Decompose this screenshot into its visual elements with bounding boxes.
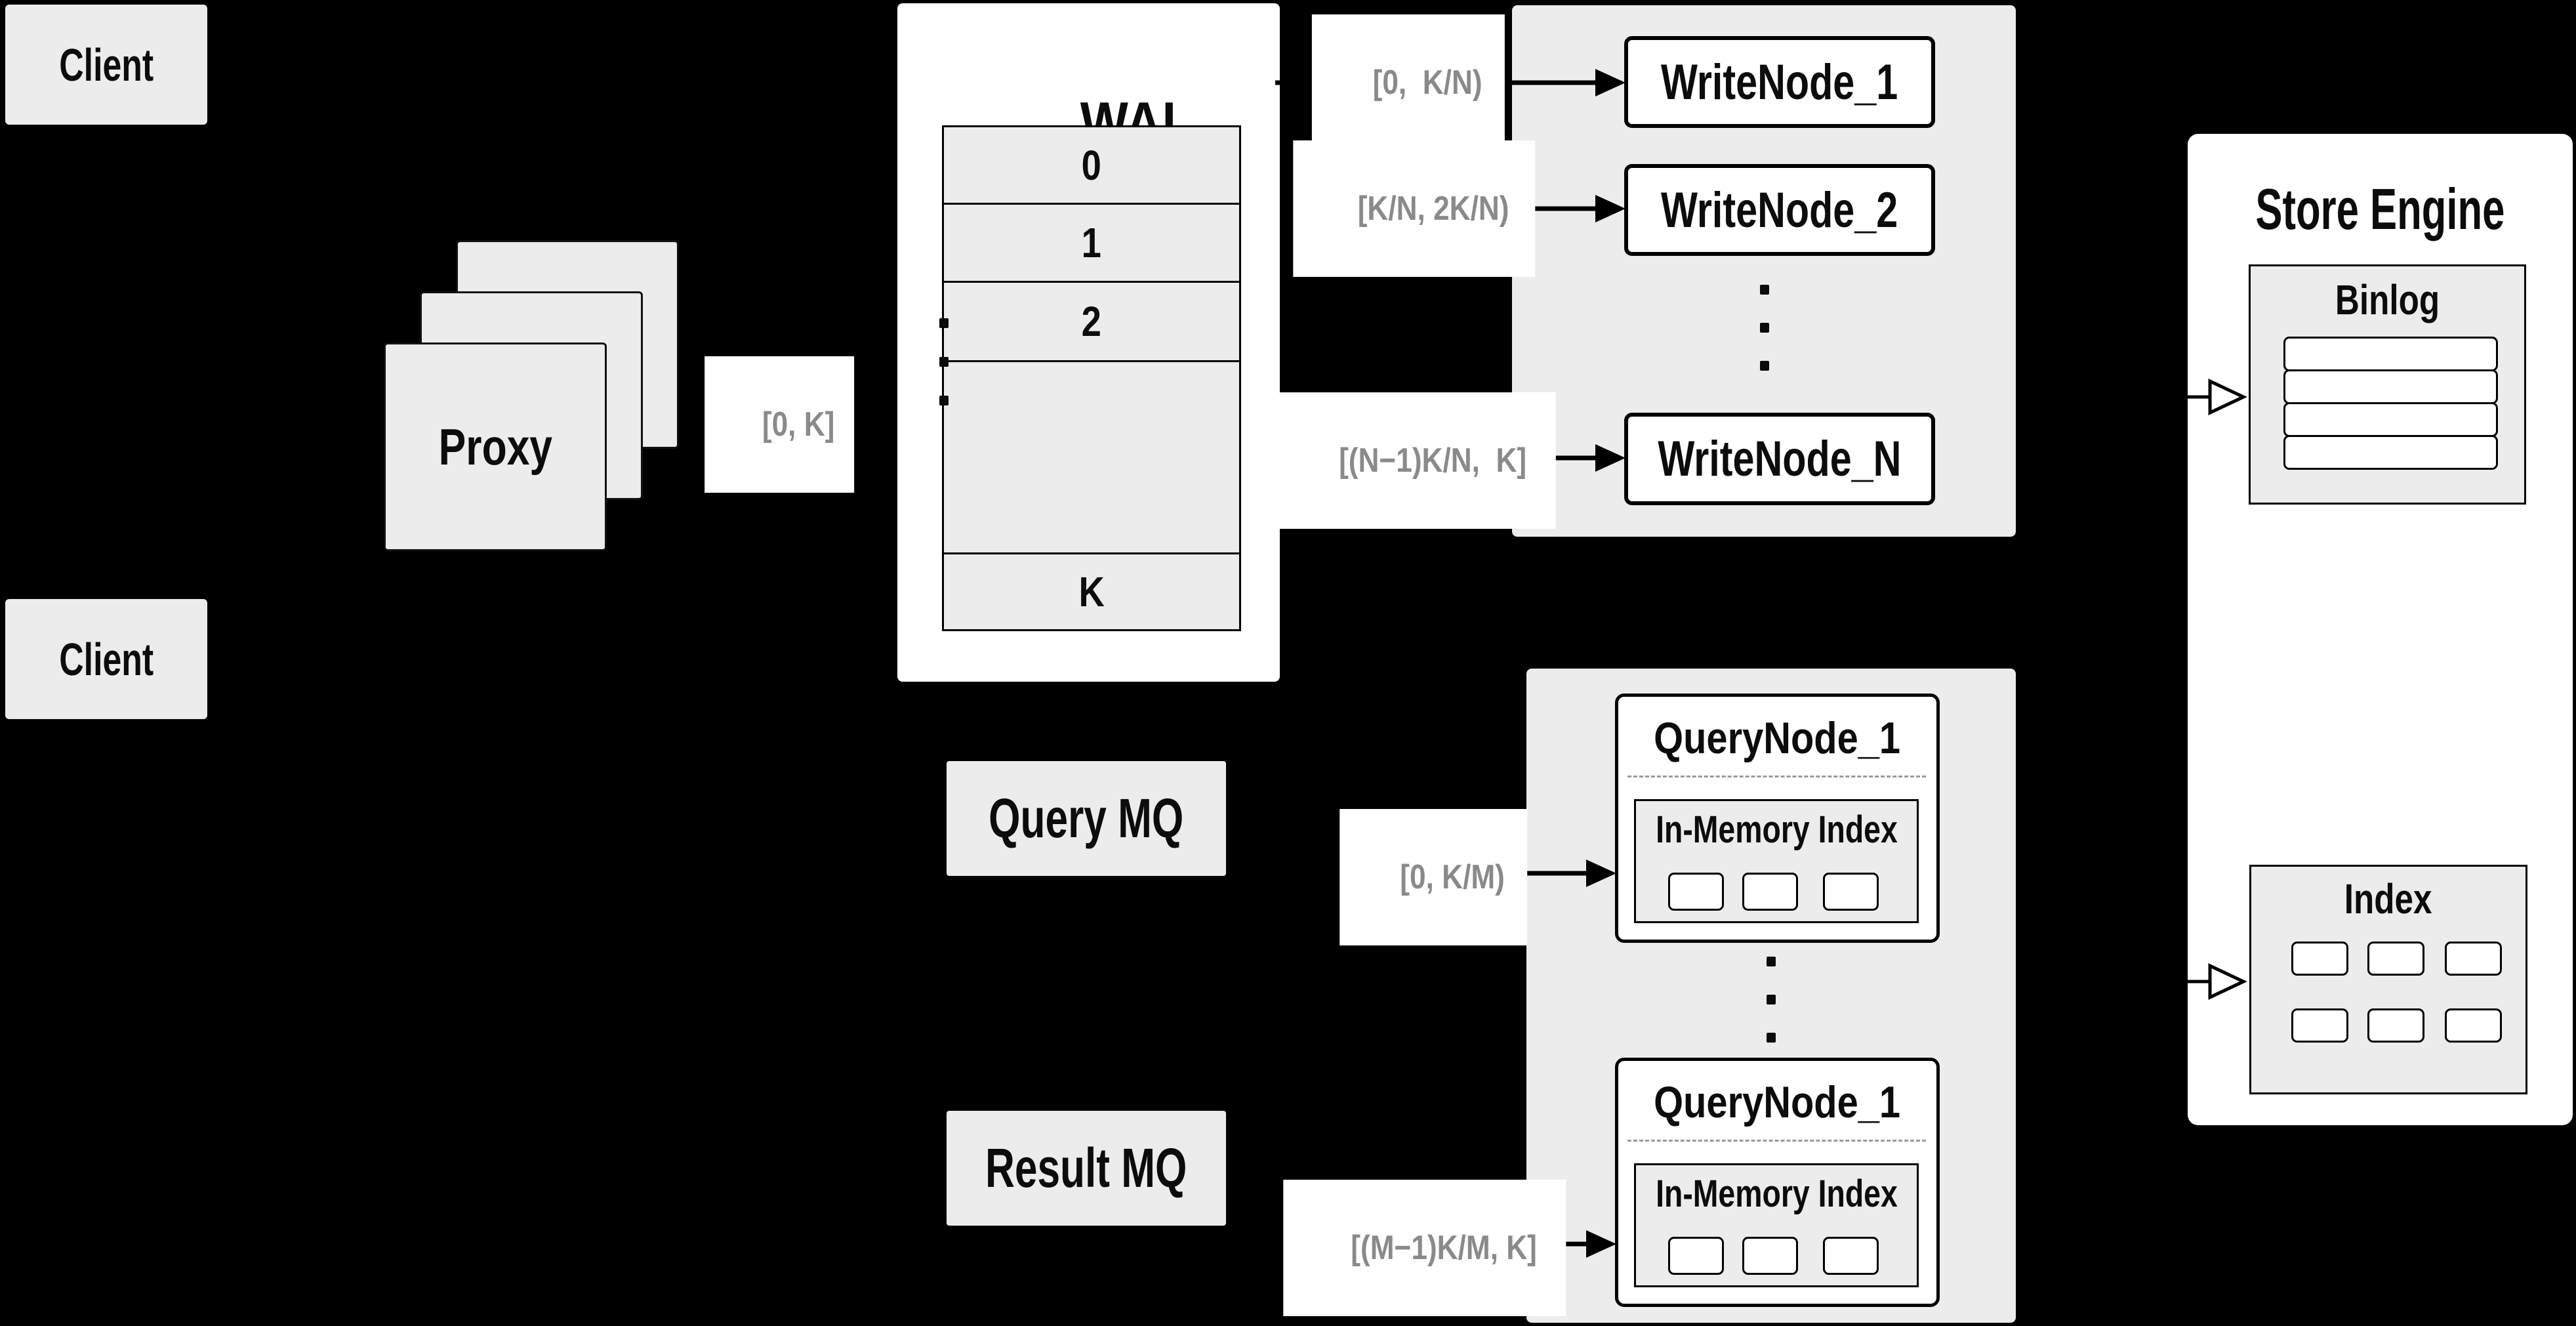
arrowhead-writenode-n-icon: [1595, 444, 1625, 472]
binlog-row: [2283, 435, 2498, 470]
wal-segment-0: 0: [1081, 141, 1102, 189]
index-cell: [2367, 1008, 2424, 1043]
wal-segment-table: 0 1 2 K: [939, 125, 1241, 631]
writenode-2-label: WriteNode_2: [1661, 182, 1898, 238]
segment-cell: [1668, 1237, 1724, 1275]
wal-segment-row-1: 1: [944, 205, 1239, 283]
query-mq-box: Query MQ: [947, 761, 1226, 876]
result-mq-label: Result MQ: [985, 1137, 1187, 1199]
client-bottom-label: Client: [59, 633, 153, 685]
open-arrowhead-index-icon: [2208, 963, 2247, 1000]
querynode-1-divider: [1627, 776, 1926, 777]
wal-segment-row-ellipsis: [939, 318, 1239, 554]
index-cell: [2445, 1008, 2502, 1043]
inmemory-index-title: In-Memory Index: [1655, 808, 1898, 851]
range-label-writenode-n: [(N−1)K/N, K]: [1271, 392, 1557, 529]
binlog-title: Binlog: [2335, 276, 2440, 323]
inmemory-index-title: In-Memory Index: [1655, 1172, 1898, 1215]
writenode-n-box: WriteNode_N: [1624, 413, 1935, 505]
segment-cell: [1668, 873, 1724, 911]
index-cell: [2291, 942, 2348, 976]
arrowhead-writenode-2-icon: [1595, 195, 1625, 222]
segment-cell: [1742, 873, 1798, 911]
wal-segment-k: K: [1078, 568, 1105, 615]
client-box-bottom: Client: [5, 599, 207, 719]
store-engine-box: Store Engine Binlog Index: [2188, 134, 2573, 1125]
client-top-label: Client: [59, 39, 153, 91]
wal-segment-row-2: 2: [944, 283, 1239, 362]
arrowhead-querynode-1-icon: [1586, 860, 1616, 887]
index-title: Index: [2344, 875, 2432, 922]
wal-segment-2: 2: [1081, 298, 1102, 345]
range-label-querynode-m: [(M−1)K/M, K]: [1283, 1180, 1566, 1316]
client-box-top: Client: [5, 5, 207, 125]
arrowhead-querynode-m-icon: [1586, 1230, 1616, 1258]
segment-cell: [1823, 1237, 1879, 1275]
querynode-1-title: QueryNode_1: [1654, 713, 1901, 763]
wal-segment-1: 1: [1081, 219, 1102, 266]
querynode-2-box: QueryNode_1 In-Memory Index: [1615, 1058, 1940, 1307]
range-label-writenode-2: [K/N, 2K/N): [1293, 140, 1536, 277]
segment-cell: [1742, 1237, 1798, 1275]
query-mq-label: Query MQ: [989, 787, 1184, 849]
result-mq-box: Result MQ: [947, 1111, 1226, 1226]
segment-cell: [1823, 873, 1879, 911]
index-cell: [2291, 1008, 2348, 1043]
wal-segment-row-0: 0: [944, 127, 1239, 205]
binlog-row: [2283, 337, 2498, 371]
proxy-label: Proxy: [438, 417, 552, 476]
writenode-1-box: WriteNode_1: [1624, 36, 1935, 128]
querynode-1-box: QueryNode_1 In-Memory Index: [1615, 694, 1940, 943]
range-label-writenode-1: [0, K/N): [1311, 14, 1505, 151]
index-box: Index: [2249, 865, 2527, 1094]
writenode-1-label: WriteNode_1: [1661, 54, 1898, 110]
index-cell: [2367, 942, 2424, 976]
range-label-querynode-1: [0, K/M): [1339, 809, 1527, 945]
querynode-1-inmemory-index: In-Memory Index: [1634, 799, 1919, 923]
open-arrowhead-binlog-icon: [2208, 379, 2247, 415]
arrowhead-writenode-1-icon: [1595, 69, 1625, 96]
querynode-2-divider: [1627, 1140, 1926, 1142]
querynode-2-inmemory-index: In-Memory Index: [1634, 1163, 1919, 1287]
querynode-2-title: QueryNode_1: [1654, 1077, 1901, 1127]
writenode-n-label: WriteNode_N: [1658, 431, 1902, 487]
proxy-card-front: Proxy: [384, 342, 607, 551]
binlog-box: Binlog: [2249, 264, 2526, 505]
writenode-2-box: WriteNode_2: [1624, 164, 1935, 256]
index-cell: [2445, 942, 2502, 976]
range-label-proxy-wal: [0, K]: [705, 356, 854, 493]
wal-segment-row-k: K: [944, 554, 1239, 629]
store-engine-title: Store Engine: [2255, 176, 2505, 241]
binlog-rows: [2283, 337, 2498, 470]
